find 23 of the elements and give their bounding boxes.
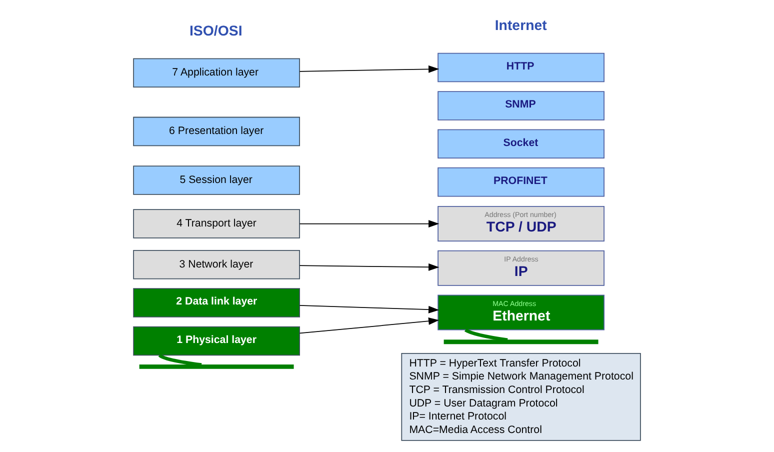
arrow (299, 65, 440, 73)
node-box: HTTP (438, 52, 604, 82)
node-box: 5 Session layer (133, 166, 300, 195)
node-box: SNMP (438, 91, 604, 120)
node-box: HTTP = HyperText Transfer Protocol SNMP = Simpie Network Management Protocol TCP = Transmission Control Protocol UDP = User Datagram Protocol IP= Internet Protocol MAC=Media Access Control (401, 352, 641, 441)
arrow (299, 305, 440, 314)
arrow (299, 263, 440, 271)
node-box: Socket (438, 129, 604, 159)
connector (158, 354, 202, 367)
node-bar (444, 340, 598, 344)
node-box: 2 Data link layer (133, 288, 300, 318)
label: ISO/OSI (189, 23, 242, 40)
node-box: 1 Physical layer (133, 326, 300, 356)
arrow (299, 220, 440, 228)
node-box: 6 Presentation layer (133, 116, 300, 146)
node-box: PROFINET (438, 167, 604, 197)
connector (464, 328, 508, 342)
node-box: 7 Application layer (133, 58, 300, 88)
node-box: 4 Transport layer (133, 209, 300, 238)
label: Internet (494, 18, 547, 34)
node-bar (139, 364, 294, 369)
arrow (299, 317, 440, 334)
node-box: 3 Network layer (133, 250, 300, 280)
